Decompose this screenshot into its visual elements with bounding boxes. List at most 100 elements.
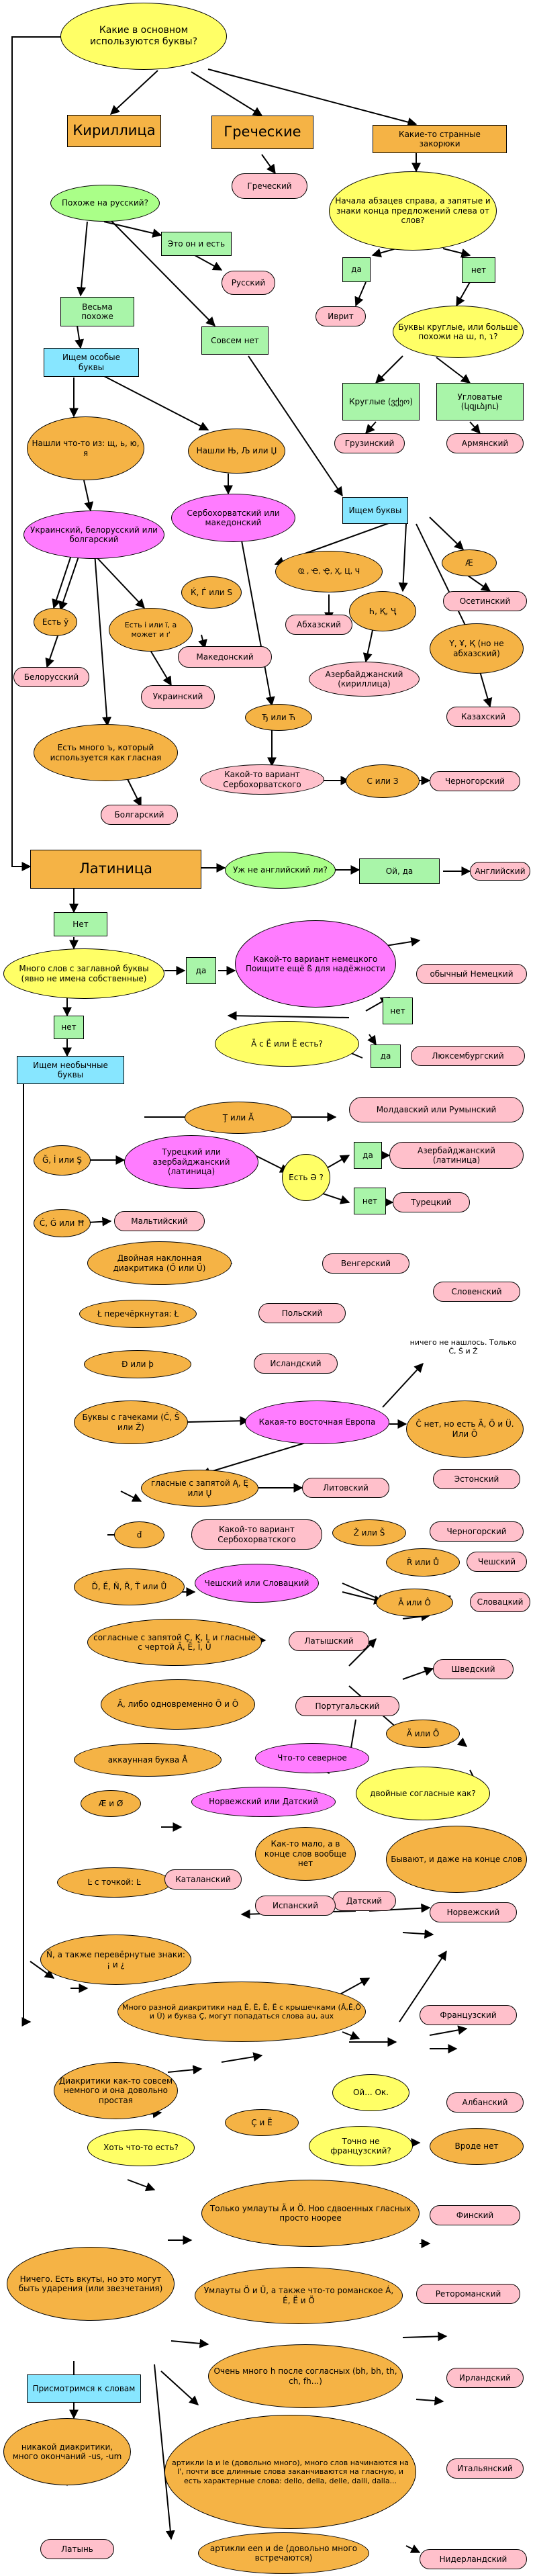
swedish-result-node: Шведский <box>433 1659 514 1679</box>
capitals-yes-node: да <box>186 957 216 984</box>
portuguese-result-node: Португальский <box>295 1696 399 1716</box>
kazakh-result-node: Казахский <box>446 707 520 727</box>
no2-node: нет <box>54 1016 84 1039</box>
schwa-no-node: нет <box>354 1188 386 1214</box>
bulgarian-result-node: Болгарский <box>101 805 178 825</box>
no1-node: Нет <box>54 912 107 936</box>
hacheks-node: Буквы с гачеками (Č, Š или Ž) <box>74 1401 188 1444</box>
spanish-result-node: Испанский <box>255 1896 336 1916</box>
abkhaz-letters-node: Ҩ , Ҽ, Ҿ, Ҳ, Ц, Ч <box>275 551 383 592</box>
many-diacritics-node: Много разной диакритики над Ê, Ë, Ê, Ë с… <box>117 1982 366 2042</box>
polish-result-node: Польский <box>258 1303 346 1323</box>
umlauts-only-node: Только умлауты Ä и Ö. Ноо сдвоенных глас… <box>201 2180 420 2247</box>
latvian-result-node: Латышский <box>289 1631 369 1651</box>
hebrew-result-node: Иврит <box>315 306 366 326</box>
dj-tsh-node: Ђ или Ћ <box>245 704 312 731</box>
catalan-result-node: Каталанский <box>164 1869 242 1890</box>
english-result-node: Английский <box>470 862 530 881</box>
nothing-found-note: ничего не нашлось. Только Č, Š и Ž <box>409 1337 517 1356</box>
albanian-result-node: Албанский <box>446 2092 524 2113</box>
d-stroke-node: đ <box>114 1521 164 1548</box>
a-or-o-node: Ä или Ô <box>376 1589 453 1617</box>
turkish-result-node: Турецкий <box>393 1192 470 1212</box>
normal-german-node: обычный Немецкий <box>416 964 527 984</box>
special-letters-1-node: Ищем особые буквы <box>44 348 139 377</box>
nor-dan-node: Норвежский или Датский <box>191 1787 336 1817</box>
greek-result-node: Греческий <box>232 173 307 199</box>
angular-node: Угловатые (կզյւձյու) <box>436 383 524 420</box>
romansh-result-node: Ретороманский <box>416 2284 520 2304</box>
french-result-node: Французский <box>420 2005 517 2025</box>
schwa-yes-node: да <box>354 1142 382 1169</box>
quite-similar-node: Весьма похоже <box>60 297 134 326</box>
a-umlaut-o-node: Ä или Ö <box>386 1720 460 1748</box>
h-k-ch-node: Һ, Қ, Ҷ <box>349 591 416 631</box>
hungarian-result-node: Венгерский <box>322 1253 409 1274</box>
double-acute-node: Двойная наклонная диакритика (Ő или Ű) <box>87 1241 232 1285</box>
d-e-r-node: Ď, Ě, Ň, Ř, Ť или Ů <box>74 1568 185 1605</box>
few-end-node: Как-то мало, а в конце слов вообще нет <box>255 1827 356 1881</box>
n-tilde-node: Ñ, а также перевёрнутые знаки: ¡ и ¿ <box>40 1935 191 1985</box>
l-dot-node: Ŀ с точкой: Ŀ <box>57 1867 171 1898</box>
serbo-variant2-node: Какой-то вариант Сербохорватского <box>191 1519 322 1550</box>
c-g-h-node: Ċ, Ġ или Ħ <box>34 1209 91 1237</box>
serbo-variant-node: Какой-то вариант Сербохорватского <box>200 764 324 795</box>
cyrillic-node: Кириллица <box>67 115 161 147</box>
schwa-question-node: Есть Ə ? <box>282 1154 330 1201</box>
belarusian-result-node: Белорусский <box>13 667 89 687</box>
round-node: Круглые (ვქეო) <box>342 383 420 420</box>
found-shch-node: Нашли что-то из: щ, ь, ю, я <box>27 416 144 480</box>
a-tilde-node: Ã, либо одновременно Õ и Ô <box>101 1679 255 1730</box>
italian-letters-node: артикли la и le (довольно много), много … <box>164 2415 416 2529</box>
italian-result-node: Итальянский <box>446 2458 524 2479</box>
azeri-cyrillic-result-node: Азербайджанский (кириллица) <box>309 662 420 697</box>
russian-result-node: Русский <box>222 271 275 295</box>
northern-node: Что-то северное <box>255 1743 369 1773</box>
a-ring-node: аккаунная буква Å <box>74 1743 222 1777</box>
moldavian-result-node: Молдавский или Румынский <box>349 1097 524 1122</box>
azeri-latin-result-node: Азербайджанский (латиница) <box>389 1142 524 1169</box>
turk-azeri-node: Турецкий или азербайджанский (латиница) <box>124 1135 258 1189</box>
ae-e-question-node: Ä с Ë или Ë есть? <box>215 1021 359 1067</box>
rtl-yes-node: да <box>342 257 371 282</box>
georgian-result-node: Грузинский <box>334 433 405 453</box>
u-short-node: Есть ў <box>34 608 77 636</box>
umlaut-no-node: нет <box>383 997 413 1024</box>
g-s-node: Ğ, İ или Ş <box>34 1145 91 1175</box>
found-nj-node: Нашли Њ, Љ или Џ <box>188 429 285 474</box>
ae-oslash-node: Æ и Ø <box>81 1790 141 1817</box>
french-question-node: Точно не французский? <box>309 2126 413 2166</box>
strange-scripts-node: Какие-то странные закорюки <box>373 125 507 153</box>
latin-language-result-node: Латынь <box>40 2539 114 2559</box>
rtl-question-node: Начала абзацев справа, а запятые и знаки… <box>329 171 497 251</box>
i-yi-node: Есть і или ї, а может и ґ <box>109 608 193 652</box>
dutch-letters-node: артикли een и de (довольно много встреча… <box>198 2532 369 2574</box>
irish-result-node: Ирландский <box>446 2368 524 2388</box>
unusual-letters-node: Ищем необычные буквы <box>17 1056 124 1084</box>
slovenian-result-node: Словенский <box>433 1282 520 1302</box>
t-a-node: Ţ или Ă <box>185 1102 292 1134</box>
slovak-result-node: Словацкий <box>470 1592 530 1612</box>
yes-oi-node: Ой, да <box>359 858 440 884</box>
ae-letter-node: Æ <box>442 549 497 576</box>
double-consonants-question-node: двойные согласные как? <box>356 1767 490 1820</box>
comma-consonants-node: согласные с запятой Ç, Ķ, Ļ и гласные с … <box>87 1619 262 1666</box>
umlaut-yes-node: да <box>371 1045 401 1068</box>
latin-node: Латиница <box>30 850 201 889</box>
l-stroke-node: Ł перечёркнутая: Ł <box>79 1300 197 1328</box>
comma-vowels-node: гласные с запятой Ą, Ę или Ų <box>141 1470 258 1507</box>
c-e-node: Ç и Ë <box>225 2109 299 2136</box>
rtl-no-node: нет <box>462 257 495 283</box>
capitals-question-node: Много слов с заглавной буквы (явно не им… <box>3 948 164 999</box>
this-is-it-node: Это он и есть <box>161 232 232 256</box>
few-diacritics-node: Диакритики как-то совсем немного и она д… <box>54 2062 178 2119</box>
z-or-s-node: Ž или Š <box>332 1519 406 1546</box>
eth-thorn-node: Ð или þ <box>84 1350 191 1378</box>
start-question-node: Какие в основном используются буквы? <box>60 3 227 70</box>
armenian-result-node: Армянский <box>446 433 524 453</box>
not-at-all-node: Совсем нет <box>201 326 269 355</box>
dutch-result-node: Нидерландский <box>420 2549 527 2569</box>
look-words-node: Присмотримся к словам <box>27 2374 141 2403</box>
greek-category-node: Греческие <box>211 116 313 149</box>
lithuanian-result-node: Литовский <box>302 1478 389 1498</box>
